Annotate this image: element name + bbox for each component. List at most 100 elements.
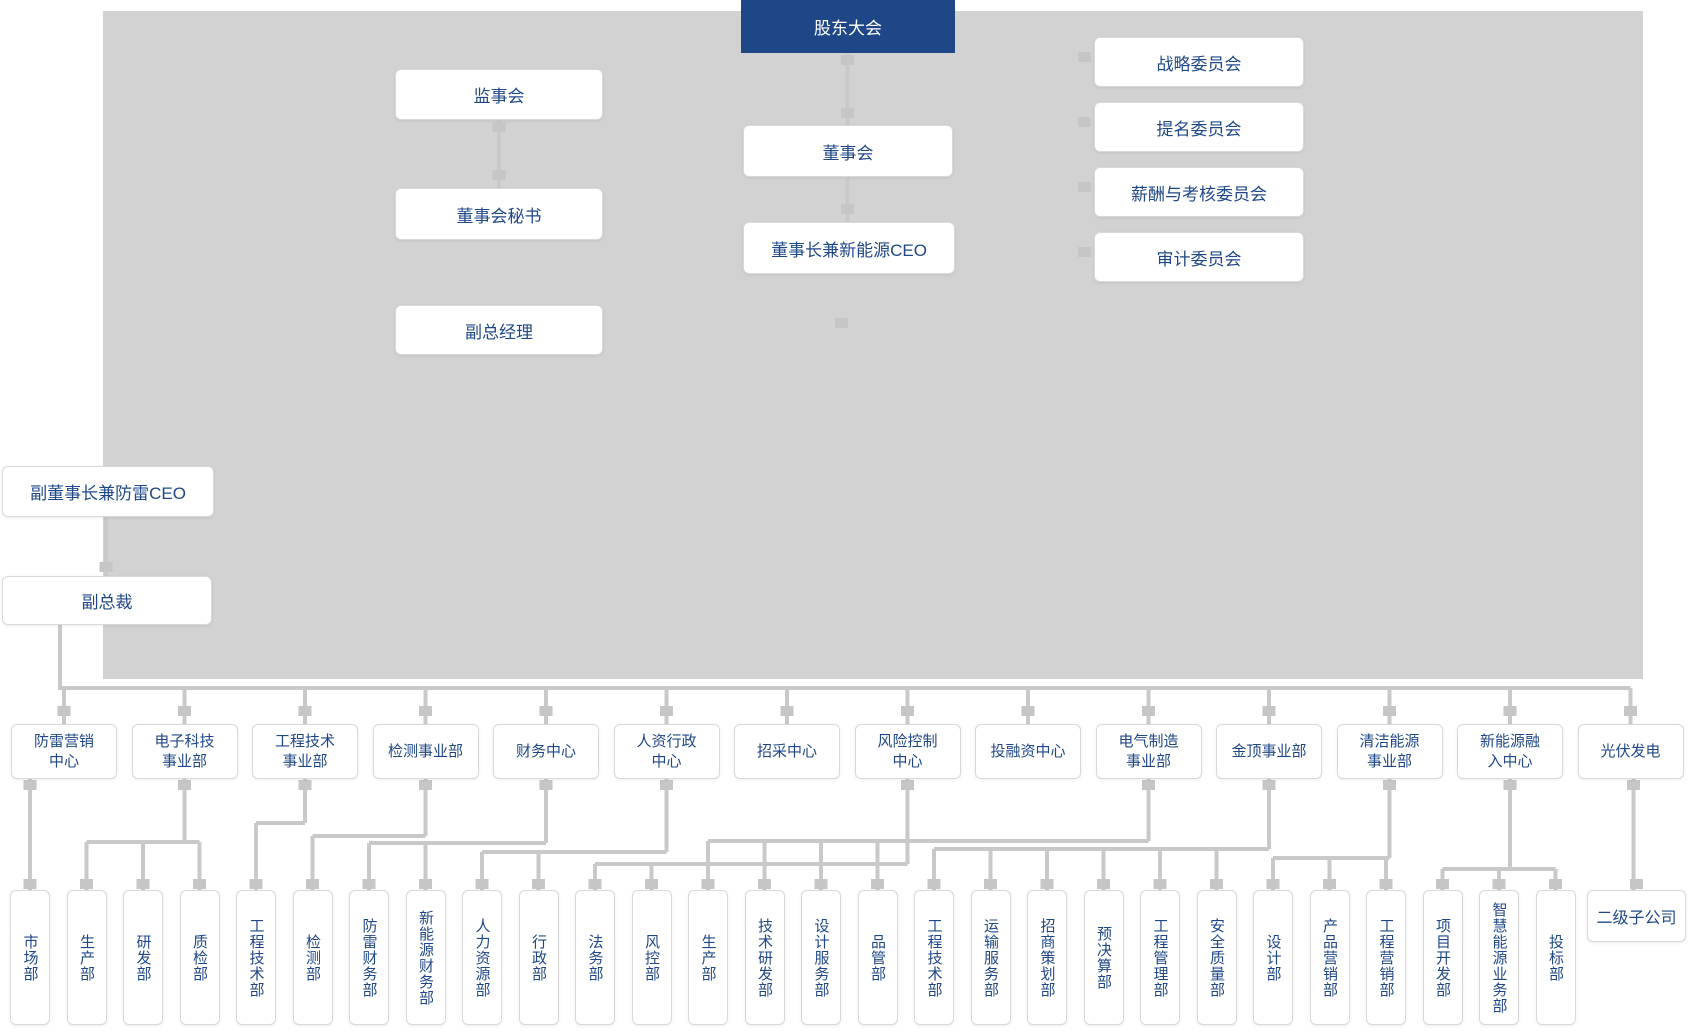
division-label-line: 金顶事业部	[1231, 742, 1307, 760]
node-label: 审计委员会	[1156, 249, 1242, 269]
division-node: 招采中心	[734, 724, 840, 779]
division-label-line: 中心	[892, 752, 923, 770]
department-node: 预决算部	[1083, 890, 1124, 1025]
department-node: 技术研发部	[744, 890, 785, 1025]
department-label: 生产部	[699, 933, 717, 982]
node-vice-president: 副总裁	[2, 576, 212, 625]
department-node: 安全质量部	[1196, 890, 1237, 1025]
department-node: 工程管理部	[1140, 890, 1180, 1025]
department-node: 行政部	[518, 890, 559, 1025]
node-label: 提名委员会	[1156, 119, 1242, 139]
department-node: 工程技术部	[236, 890, 276, 1025]
node-deputy-general-manager: 副总经理	[395, 305, 603, 355]
division-node: 投融资中心	[975, 724, 1081, 779]
node-label: 薪酬与考核委员会	[1131, 184, 1267, 204]
node-board-secretary: 董事会秘书	[395, 188, 603, 240]
department-node: 人力资源部	[462, 890, 502, 1025]
node-board-of-directors: 董事会	[743, 125, 953, 177]
background-block	[103, 11, 1643, 679]
node-shareholders-meeting: 股东大会	[741, 0, 955, 53]
node-label: 董事会秘书	[456, 206, 542, 226]
department-node: 风控部	[631, 890, 672, 1025]
node-label: 董事会	[822, 143, 874, 163]
department-node: 招商策划部	[1027, 890, 1067, 1025]
department-node: 生产部	[688, 890, 728, 1025]
division-label-line: 光伏发电	[1600, 742, 1661, 760]
department-label: 产品营销部	[1321, 917, 1338, 998]
department-label: 人力资源部	[473, 917, 491, 998]
division-label-line: 招采中心	[756, 742, 817, 760]
department-node: 市场部	[10, 890, 50, 1025]
department-node: 设计部	[1253, 890, 1293, 1025]
division-label-line: 防雷营销	[33, 733, 94, 750]
department-label: 生产部	[78, 933, 95, 982]
department-label: 法务部	[586, 933, 604, 982]
division-label-line: 事业部	[282, 752, 328, 770]
division-label-line: 新能源融	[1479, 733, 1540, 750]
node-supervisory-board: 监事会	[395, 69, 603, 120]
department-label: 工程营销部	[1377, 917, 1395, 998]
division-label-line: 中心	[651, 752, 682, 770]
division-label-line: 工程技术	[274, 733, 335, 750]
department-label: 检测部	[304, 933, 321, 982]
division-node: 防雷营销中心	[11, 724, 117, 779]
department-label: 预决算部	[1095, 925, 1112, 990]
division-label-line: 财务中心	[515, 742, 576, 760]
division-label-line: 事业部	[1366, 752, 1412, 770]
department-label: 行政部	[530, 933, 547, 982]
division-node: 检测事业部	[372, 724, 479, 779]
department-label: 设计服务部	[812, 917, 830, 998]
department-node: 防雷财务部	[349, 890, 389, 1025]
division-node: 人资行政中心	[613, 724, 720, 779]
department-label: 研发部	[134, 933, 152, 982]
node-chairman-new-energy-ceo: 董事长兼新能源CEO	[743, 222, 955, 274]
department-node: 产品营销部	[1309, 890, 1350, 1025]
division-label-line: 事业部	[1125, 752, 1171, 770]
division-label-line: 清洁能源	[1359, 733, 1420, 750]
department-node: 品管部	[857, 890, 898, 1025]
node-secondary-subsidiary: 二级子公司	[1587, 890, 1686, 942]
department-label: 投标部	[1547, 933, 1564, 982]
node-strategy-committee: 战略委员会	[1094, 37, 1304, 87]
division-label-line: 电气制造	[1118, 733, 1179, 750]
department-label: 工程技术部	[925, 917, 943, 998]
department-label: 市场部	[21, 933, 39, 982]
department-label: 质检部	[191, 933, 208, 982]
department-label: 工程管理部	[1151, 917, 1169, 998]
division-label-line: 中心	[48, 752, 79, 770]
node-label: 战略委员会	[1156, 54, 1242, 74]
department-label: 技术研发部	[756, 917, 773, 998]
node-label: 副董事长兼防雷CEO	[30, 484, 186, 503]
division-label-line: 电子科技	[154, 733, 215, 750]
department-label: 风控部	[643, 933, 660, 982]
node-label: 副总裁	[81, 593, 133, 612]
node-label: 股东大会	[814, 19, 882, 38]
department-node: 工程营销部	[1366, 890, 1406, 1025]
department-label: 智慧能源业务部	[1490, 901, 1508, 1014]
department-node: 新能源财务部	[405, 890, 446, 1025]
department-label: 安全质量部	[1208, 917, 1225, 998]
division-label-line: 人资行政	[636, 733, 697, 750]
department-node: 运输服务部	[970, 890, 1011, 1025]
department-node: 投标部	[1535, 890, 1576, 1025]
division-node: 电气制造事业部	[1095, 724, 1202, 779]
department-node: 智慧能源业务部	[1479, 890, 1519, 1025]
department-node: 质检部	[179, 890, 220, 1025]
department-label: 新能源财务部	[417, 909, 434, 1006]
department-node: 设计服务部	[801, 890, 841, 1025]
node-nomination-committee: 提名委员会	[1094, 102, 1304, 152]
node-compensation-committee: 薪酬与考核委员会	[1094, 167, 1304, 217]
node-label: 副总经理	[465, 322, 533, 342]
department-label: 招商策划部	[1038, 917, 1056, 998]
department-node: 项目开发部	[1422, 890, 1463, 1025]
department-label: 运输服务部	[982, 917, 999, 998]
division-node: 电子科技事业部	[131, 724, 238, 779]
division-node: 财务中心	[493, 724, 599, 779]
division-node: 工程技术事业部	[252, 724, 358, 779]
department-node: 工程技术部	[914, 890, 954, 1025]
node-label: 监事会	[473, 87, 525, 106]
department-label: 工程技术部	[247, 917, 265, 998]
department-label: 防雷财务部	[360, 917, 378, 998]
node-audit-committee: 审计委员会	[1094, 232, 1304, 282]
